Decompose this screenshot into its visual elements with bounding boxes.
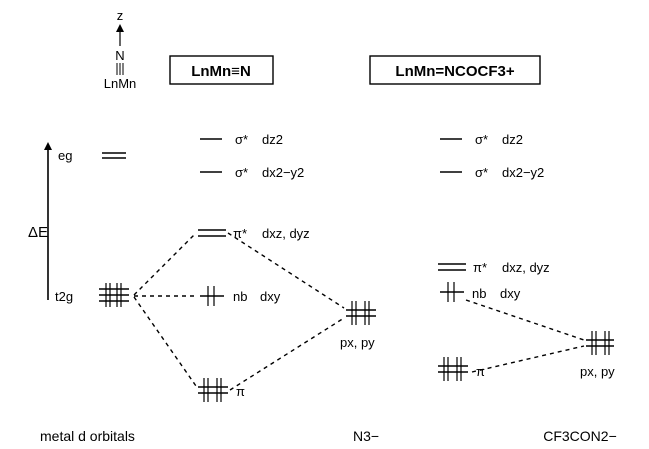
left-sigma-x2y2: σ* dx2−y2: [200, 165, 304, 180]
nitride-p-level: px, py: [340, 301, 376, 350]
right-title-box: [369, 55, 541, 85]
right-complex-title: LnMn=NCOCF3+: [395, 63, 514, 80]
metal-t2g-level: t2g: [55, 283, 129, 307]
svg-text:π*: π*: [473, 260, 487, 275]
svg-text:dxz, dyz: dxz, dyz: [262, 226, 310, 241]
svg-text:dxz, dyz: dxz, dyz: [502, 260, 550, 275]
svg-text:σ*: σ*: [235, 132, 248, 147]
svg-text:px, py: px, py: [340, 335, 375, 350]
ligand-caption: CF3CON2−: [543, 428, 617, 444]
ligand-p-level: px, py: [580, 331, 615, 379]
svg-text:dx2−y2: dx2−y2: [262, 165, 304, 180]
delta-e-label: ΔE: [28, 224, 48, 241]
nitrogen-atom-label: N: [115, 48, 124, 63]
svg-text:π: π: [476, 364, 485, 379]
svg-text:nb: nb: [233, 289, 247, 304]
svg-text:dxy: dxy: [260, 289, 281, 304]
left-nb: nb dxy: [200, 286, 281, 306]
z-axis-label: z: [117, 8, 124, 23]
metal-fragment-label: LnMn: [104, 76, 137, 91]
axis-sketch: z N LnMn: [104, 8, 137, 91]
svg-text:σ*: σ*: [475, 165, 488, 180]
metal-caption: metal d orbitals: [40, 428, 135, 444]
correlation-lines: [133, 232, 585, 391]
right-sigma-x2y2: σ* dx2−y2: [440, 165, 544, 180]
triple-bond-icon: [116, 63, 124, 75]
svg-text:nb: nb: [472, 286, 486, 301]
right-sigma-z2: σ* dz2: [440, 132, 523, 147]
right-pi-star: π* dxz, dyz: [438, 260, 550, 275]
svg-text:σ*: σ*: [235, 165, 248, 180]
electron-arrows-icon: [105, 283, 122, 307]
metal-eg-level: eg: [58, 148, 126, 163]
svg-text:π: π: [236, 384, 245, 399]
svg-text:π*: π*: [233, 226, 247, 241]
svg-text:dz2: dz2: [262, 132, 283, 147]
svg-text:dz2: dz2: [502, 132, 523, 147]
svg-text:σ*: σ*: [475, 132, 488, 147]
svg-text:dxy: dxy: [500, 286, 521, 301]
svg-text:dx2−y2: dx2−y2: [502, 165, 544, 180]
left-pi-star: π* dxz, dyz: [198, 226, 310, 241]
nitride-caption: N3−: [353, 428, 379, 444]
svg-text:px, py: px, py: [580, 364, 615, 379]
left-sigma-z2: σ* dz2: [200, 132, 283, 147]
t2g-label: t2g: [55, 289, 73, 304]
right-nb: nb dxy: [440, 282, 521, 302]
right-pi: π: [438, 357, 485, 381]
left-pi: π: [198, 378, 245, 402]
eg-label: eg: [58, 148, 72, 163]
left-complex-title: LnMn≡N: [191, 63, 251, 80]
left-title-box: [169, 55, 274, 85]
